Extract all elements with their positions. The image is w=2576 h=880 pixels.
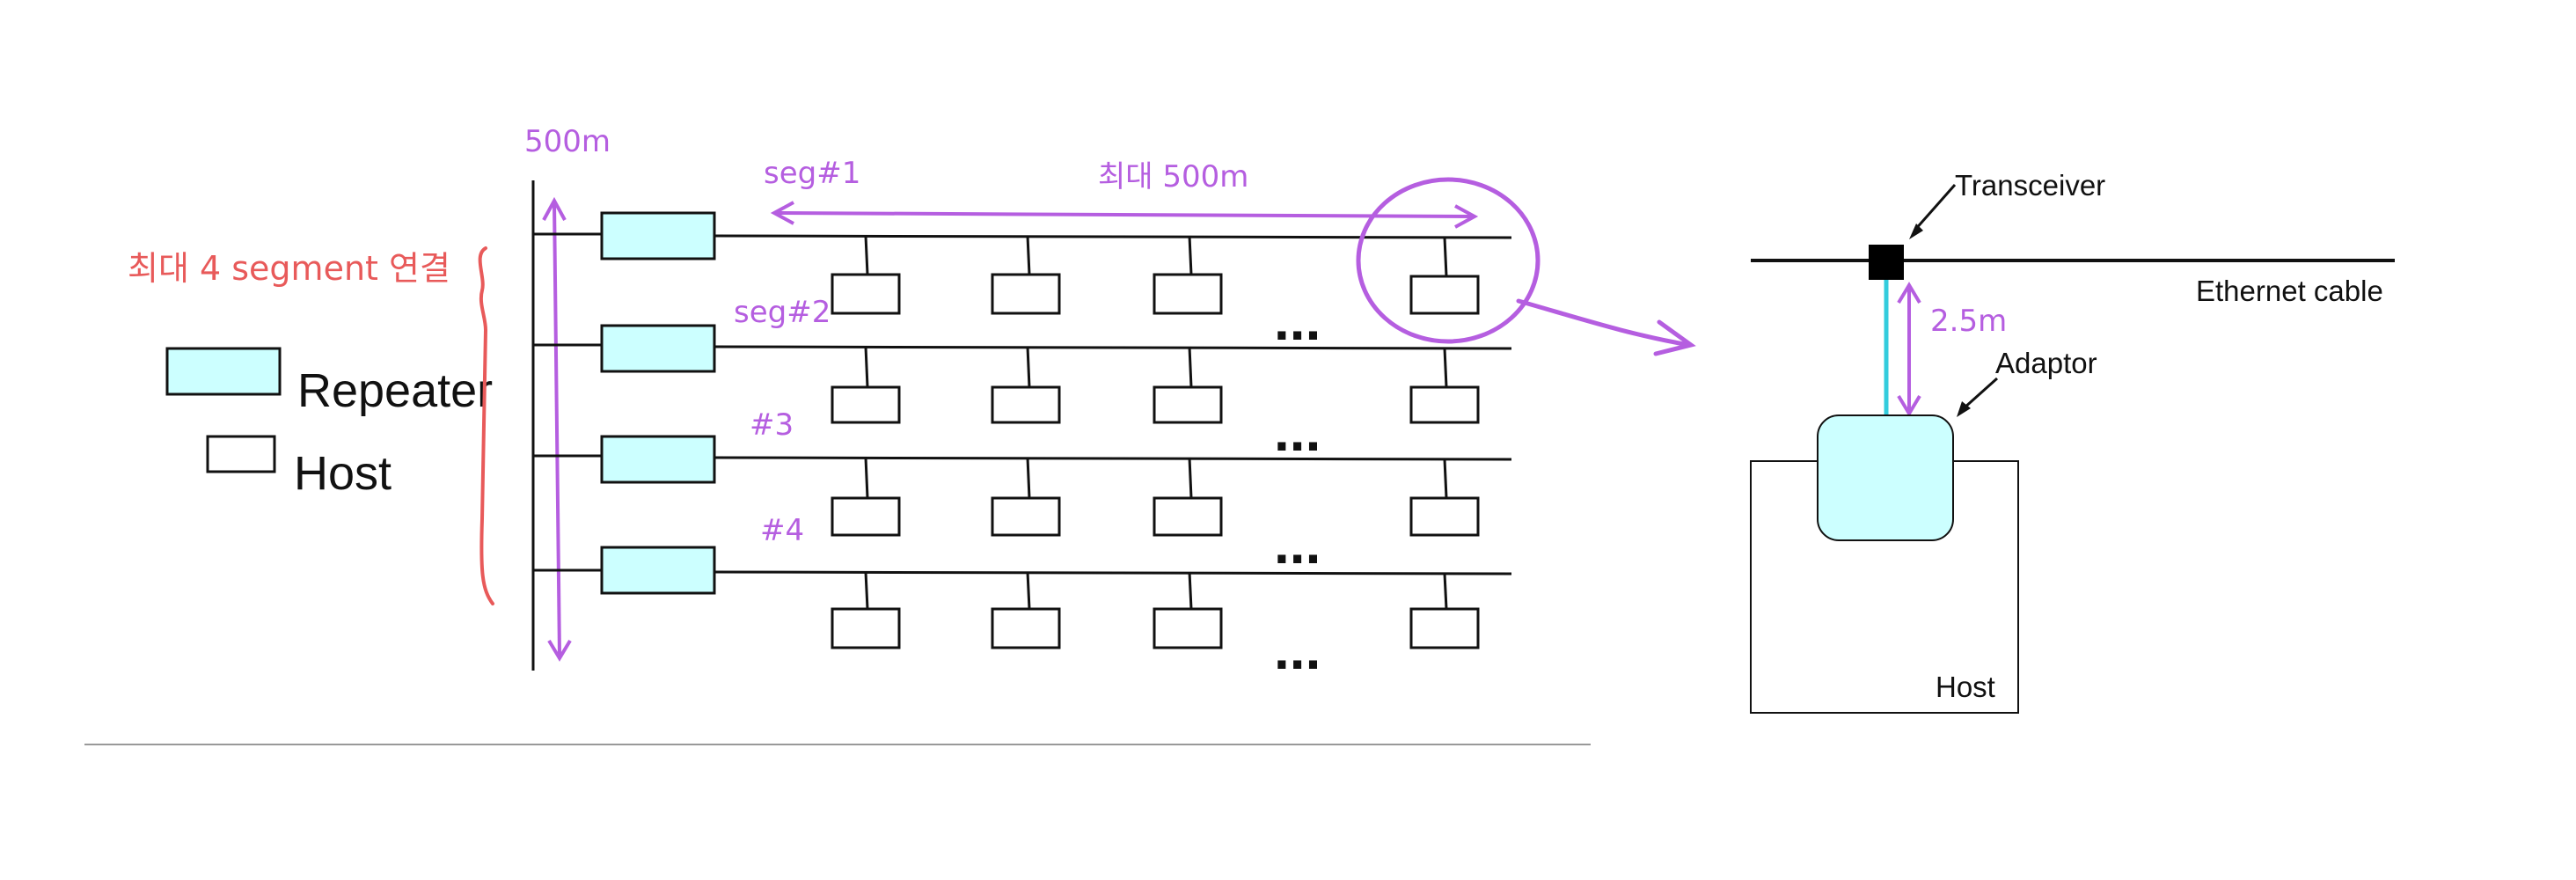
host — [831, 273, 901, 315]
host-group — [831, 346, 1480, 424]
vertical-length-label: 500m — [524, 124, 611, 159]
detail-host-label: Host — [1936, 671, 1995, 703]
ellipsis: ... — [1274, 618, 1321, 681]
segment-2-cable — [714, 345, 1512, 350]
segment-3: ... — [533, 435, 1512, 576]
segment-3-cable — [714, 456, 1512, 461]
zoom-circle — [1356, 177, 1540, 344]
seg3-label: #3 — [750, 407, 794, 443]
seg4-label: #4 — [760, 513, 804, 548]
legend-repeater-label: Repeater — [297, 364, 493, 417]
host-group — [831, 571, 1480, 649]
adaptor-length-label: 2.5m — [1930, 304, 2007, 339]
host — [991, 385, 1061, 424]
max-length-label: 최대 500m — [1098, 159, 1248, 194]
legend-host-label: Host — [294, 447, 392, 500]
segment-4-cable — [714, 570, 1512, 576]
segment-brace — [478, 246, 494, 605]
transceiver — [1869, 245, 1904, 280]
zoom-pointer-arrow — [1516, 298, 1692, 348]
max-segments-annotation: 최대 4 segment 연결 — [128, 249, 450, 288]
host — [1153, 273, 1223, 315]
repeater-1 — [600, 211, 716, 260]
vertical-length-arrow — [542, 196, 572, 662]
host — [1409, 607, 1480, 649]
segment-4: ... — [533, 546, 1512, 681]
repeater-4 — [600, 546, 716, 595]
host — [1409, 275, 1480, 315]
host — [831, 385, 901, 424]
detail-view: Ethernet cable Transceiver 2.5m Host Ada… — [1750, 169, 2395, 714]
legend-host-swatch — [206, 435, 276, 473]
host — [1409, 496, 1480, 537]
host — [991, 607, 1061, 649]
segment-1-cable — [714, 234, 1512, 239]
legend: Repeater Host — [165, 347, 493, 500]
segment-1: ... — [533, 211, 1512, 352]
host — [831, 607, 901, 649]
legend-repeater-swatch — [165, 347, 282, 396]
host — [1153, 607, 1223, 649]
host — [1153, 385, 1223, 424]
repeater-3 — [600, 435, 716, 484]
seg2-label: seg#2 — [734, 295, 831, 330]
transceiver-label: Transceiver — [1955, 169, 2105, 202]
host — [1153, 496, 1223, 537]
ethernet-cable-label: Ethernet cable — [2196, 275, 2383, 307]
adaptor — [1817, 414, 1954, 541]
ellipsis: ... — [1274, 512, 1321, 576]
segment-2: ... — [533, 324, 1512, 463]
repeater-2 — [600, 324, 716, 373]
host-group — [831, 235, 1480, 315]
horizontal-length-arrow — [770, 201, 1479, 229]
host — [831, 496, 901, 537]
adaptor-length-arrow — [1897, 282, 1921, 417]
host-group — [831, 457, 1480, 537]
host — [991, 496, 1061, 537]
seg1-label: seg#1 — [764, 156, 860, 191]
host — [1409, 385, 1480, 424]
ellipsis: ... — [1274, 289, 1321, 352]
host — [991, 273, 1061, 315]
adaptor-label: Adaptor — [1995, 347, 2097, 379]
ellipsis: ... — [1274, 400, 1321, 463]
